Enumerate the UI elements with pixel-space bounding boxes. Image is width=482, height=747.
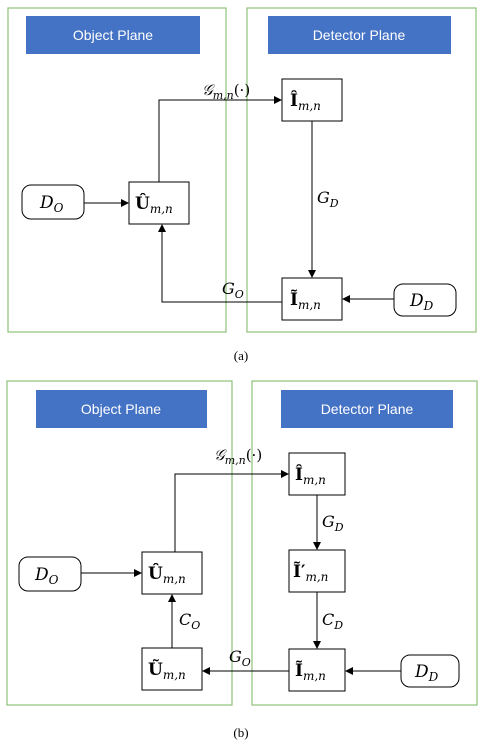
node-i-hat-b-label: Îm,n xyxy=(295,464,326,487)
edge-label-g-d-a: GD xyxy=(317,188,339,210)
edge-label-c-d-b: CD xyxy=(322,610,343,632)
object-plane-frame-b xyxy=(6,380,233,706)
detector-plane-label-b: Detector Plane xyxy=(321,401,414,417)
node-u-tilde-b-label: Ũm,n xyxy=(148,658,186,682)
edge-label-g-o-b: GO xyxy=(229,647,251,669)
node-i-tilde-prime-b xyxy=(288,549,346,593)
object-plane-label-a: Object Plane xyxy=(73,27,153,43)
caption-a: (a) xyxy=(234,348,248,363)
edge-label-c-o-b: CO xyxy=(179,610,200,632)
node-d-d-b-label: DD xyxy=(414,662,439,684)
node-d-o-b xyxy=(18,556,82,592)
node-d-o-b-label: DO xyxy=(34,565,59,587)
edge-itilde-to-u-a xyxy=(158,224,282,303)
detector-plane-header-b xyxy=(281,390,453,428)
node-i-tilde-a xyxy=(281,277,343,321)
node-u-hat-b-label: Ûm,n xyxy=(148,563,186,586)
edge-u-to-ihat-b xyxy=(174,470,289,552)
object-plane-header-a xyxy=(26,16,200,54)
node-u-hat-b xyxy=(141,551,203,595)
node-i-tilde-a-label: Ĩm,n xyxy=(290,288,321,312)
edge-label-g-d-b: GD xyxy=(322,512,344,534)
object-plane-frame-a xyxy=(7,7,227,333)
detector-plane-label-a: Detector Plane xyxy=(313,27,406,43)
panel-b: Object Plane Detector Plane DO Ûm,n Ũm,n… xyxy=(6,380,478,740)
edge-label-g-mn-a: 𝒢m,n(·) xyxy=(202,81,250,102)
edge-label-g-mn-b: 𝒢m,n(·) xyxy=(214,446,262,467)
edge-u-to-ihat-a xyxy=(158,96,282,182)
node-u-hat-a-label: Ûm,n xyxy=(135,193,173,216)
caption-b: (b) xyxy=(233,725,248,740)
object-plane-label-b: Object Plane xyxy=(81,401,161,417)
node-i-tilde-b-label: Ĩm,n xyxy=(295,659,326,683)
detector-plane-frame-b xyxy=(251,380,478,706)
node-i-hat-a-label: Îm,n xyxy=(290,90,321,113)
object-plane-header-b xyxy=(36,390,207,428)
detector-plane-header-a xyxy=(268,16,451,54)
node-d-d-a-label: DD xyxy=(409,291,434,313)
node-d-o-a-label: DO xyxy=(39,193,64,215)
node-i-tilde-prime-b-label: Ĩ′m,n xyxy=(293,560,328,584)
node-d-d-a xyxy=(393,283,457,317)
edge-label-g-o-a: GO xyxy=(222,279,244,301)
panel-a: Object Plane Detector Plane DO Ûm,n Îm,n… xyxy=(7,7,477,363)
node-i-hat-b xyxy=(288,452,346,496)
detector-plane-frame-a xyxy=(246,7,477,333)
node-d-o-a xyxy=(21,184,85,220)
node-u-hat-a xyxy=(128,181,190,225)
